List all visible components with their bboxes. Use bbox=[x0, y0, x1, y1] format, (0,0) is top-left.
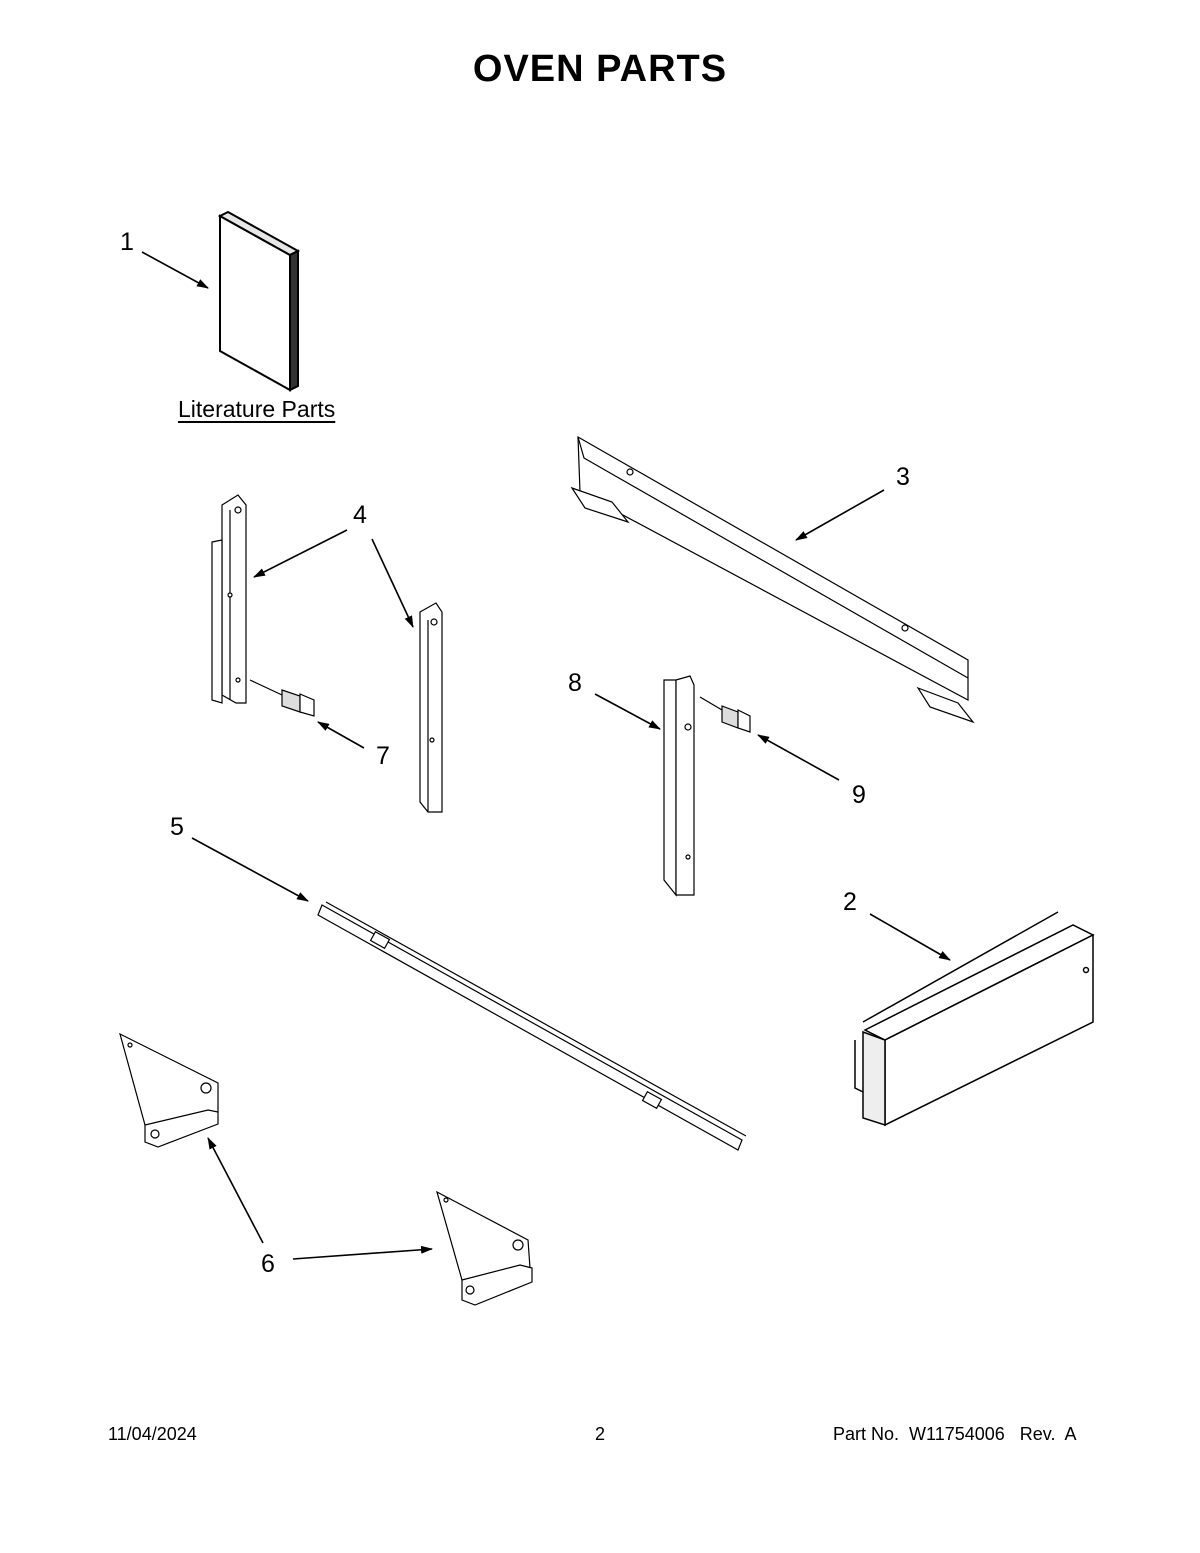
arrow-7 bbox=[317, 722, 364, 748]
callout-8: 8 bbox=[568, 669, 582, 697]
arrow-5 bbox=[192, 838, 309, 901]
housing-box-part bbox=[855, 912, 1093, 1125]
side-rail-right-part bbox=[420, 603, 442, 812]
callout-3: 3 bbox=[896, 463, 910, 491]
page-title: OVEN PARTS bbox=[472, 48, 728, 90]
arrow-1 bbox=[142, 252, 209, 288]
support-bracket-left-part bbox=[120, 1034, 218, 1147]
footer-page-number: 2 bbox=[595, 1424, 606, 1444]
long-rail-part bbox=[318, 902, 746, 1150]
arrow-2 bbox=[870, 914, 951, 960]
arrow-4a bbox=[253, 530, 347, 577]
arrow-6b bbox=[293, 1245, 433, 1259]
callout-5: 5 bbox=[170, 813, 184, 841]
callout-2: 2 bbox=[843, 888, 857, 916]
footer-part-number: Part No. W11754006 Rev. A bbox=[833, 1424, 1077, 1444]
support-bracket-right-part bbox=[437, 1192, 532, 1305]
arrow-4b bbox=[372, 539, 413, 628]
arrow-6a bbox=[208, 1137, 263, 1243]
arrow-3 bbox=[795, 490, 884, 540]
leader-arrows bbox=[142, 252, 951, 1259]
callout-4: 4 bbox=[353, 501, 367, 529]
top-panel-part bbox=[572, 437, 973, 722]
screw-9-part bbox=[700, 697, 750, 732]
arrow-9 bbox=[757, 735, 839, 780]
literature-manual-part bbox=[220, 212, 298, 390]
literature-parts-label: Literature Parts bbox=[178, 396, 336, 422]
side-rail-left-part bbox=[212, 495, 246, 703]
callout-1: 1 bbox=[120, 228, 134, 256]
footer-date: 11/04/2024 bbox=[108, 1424, 197, 1444]
callout-9: 9 bbox=[852, 781, 866, 809]
vertical-bracket-part bbox=[664, 676, 694, 895]
screw-7-part bbox=[250, 680, 314, 716]
callout-7: 7 bbox=[376, 742, 390, 770]
arrow-8 bbox=[595, 694, 661, 729]
callout-6: 6 bbox=[261, 1250, 275, 1278]
